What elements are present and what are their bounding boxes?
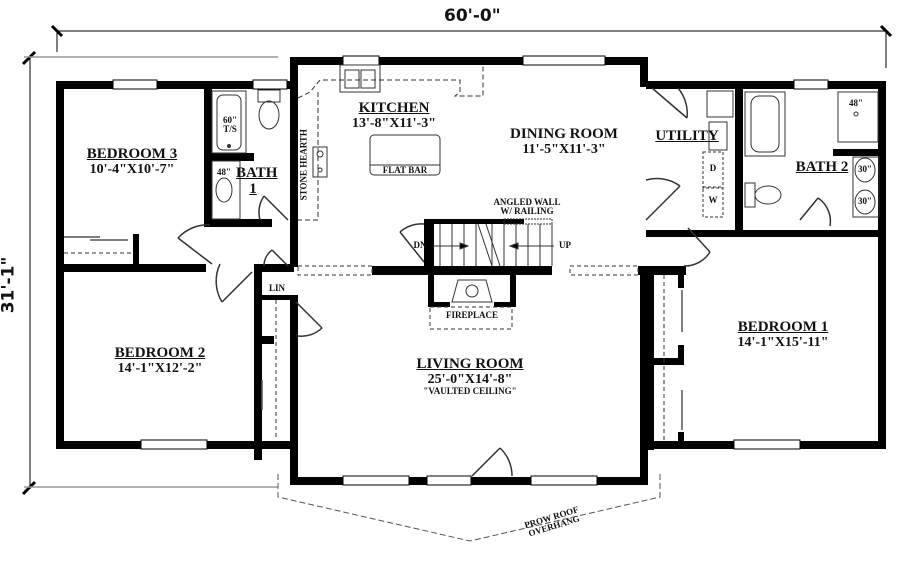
- fireplace-label: FIREPLACE: [445, 310, 498, 320]
- tub1-size-label: 60" T/S: [223, 115, 237, 135]
- room-dining: DINING ROOM 11'-5"X11'-3": [504, 126, 624, 157]
- shower2-label: 48": [849, 98, 863, 108]
- doors: [177, 87, 832, 477]
- room-name: BATH 2: [795, 159, 849, 175]
- room-name: BEDROOM 2: [114, 345, 206, 361]
- room-bath1: BATH 1: [236, 165, 278, 198]
- prow-roof-overhang: [277, 474, 661, 542]
- room-name: BEDROOM 1: [737, 319, 829, 335]
- stairs: [433, 218, 554, 267]
- room-number: 1: [249, 180, 257, 197]
- closet-sliders: [64, 236, 683, 430]
- stone-hearth-label: STONE HEARTH: [298, 129, 309, 201]
- stair-down-label: DN: [413, 240, 427, 250]
- room-bedroom3: BEDROOM 3 10'-4"X10'-7": [82, 146, 182, 177]
- angled-wall-label: ANGLED WALL W/ RAILING: [493, 197, 561, 217]
- room-name: BEDROOM 3: [86, 146, 178, 162]
- room-size: 11'-5"X11'-3": [522, 141, 606, 157]
- bath2-fixtures: [744, 91, 880, 218]
- room-living: LIVING ROOM 25'-0"X14'-8" "VAULTED CEILI…: [410, 356, 530, 397]
- room-size: 14'-1"X15'-11": [737, 334, 829, 350]
- room-note: "VAULTED CEILING": [423, 386, 517, 397]
- room-name: DINING ROOM: [510, 126, 618, 142]
- overall-depth-label: 31'-1": [0, 256, 19, 314]
- walls: [56, 57, 886, 485]
- stair-up-label: UP: [559, 240, 571, 250]
- windows: [112, 55, 829, 486]
- room-bedroom2: BEDROOM 2 14'-1"X12'-2": [110, 345, 210, 376]
- linen-closet-label: LIN: [268, 283, 285, 293]
- flat-bar-label: FLAT BAR: [382, 165, 428, 175]
- kitchen-counters: [297, 64, 484, 221]
- sink2b-label: 30": [858, 196, 872, 206]
- room-name: LIVING ROOM: [416, 356, 524, 372]
- fireplace: [429, 279, 513, 330]
- dryer-label: D: [709, 163, 717, 173]
- room-bath2: BATH 2: [792, 159, 852, 176]
- room-name: UTILITY: [655, 128, 719, 144]
- bath1-fixtures: [211, 89, 281, 220]
- room-size: 14'-1"X12'-2": [117, 360, 203, 376]
- closet-shelves: [64, 252, 665, 440]
- room-kitchen: KITCHEN 13'-8"X11'-3": [346, 100, 442, 131]
- room-utility: UTILITY: [652, 128, 722, 145]
- utility-fixtures: [702, 90, 734, 218]
- open-passages: [297, 265, 639, 276]
- room-bedroom1: BEDROOM 1 14'-1"X15'-11": [728, 319, 838, 350]
- room-name: BATH: [236, 165, 278, 181]
- room-size: 13'-8"X11'-3": [352, 115, 436, 131]
- vanity1-label: 48": [217, 167, 231, 177]
- dimension-lines: [21, 24, 893, 496]
- room-size: 25'-0"X14'-8": [427, 371, 513, 387]
- sink2a-label: 30": [858, 164, 872, 174]
- room-size: 10'-4"X10'-7": [89, 161, 175, 177]
- overall-width-label: 60'-0": [444, 6, 501, 26]
- room-name: KITCHEN: [358, 100, 430, 116]
- washer-label: W: [708, 195, 718, 205]
